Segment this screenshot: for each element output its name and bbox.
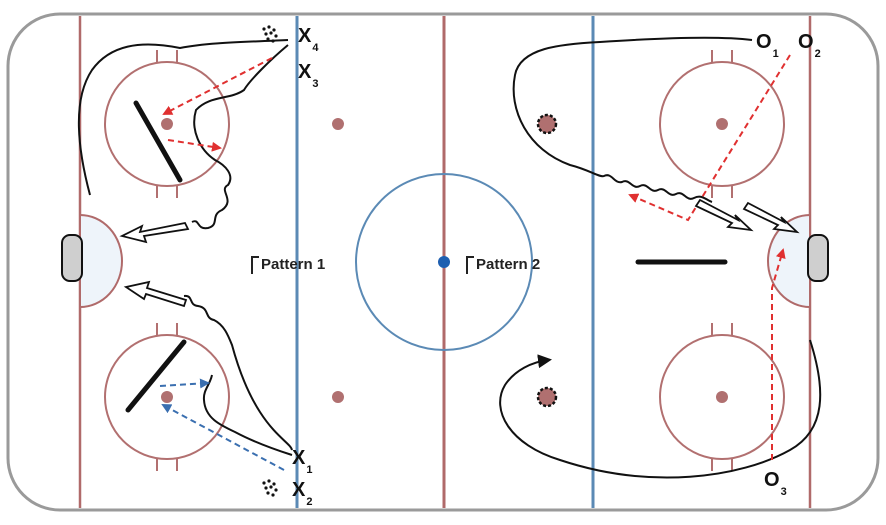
barrier-stick xyxy=(133,100,183,183)
goal-net-right xyxy=(807,234,829,282)
pass-red xyxy=(167,139,222,152)
player-x1: X1 xyxy=(292,448,312,476)
player-o3: O3 xyxy=(764,470,787,498)
barrier-stick xyxy=(125,339,187,413)
player-o2: O2 xyxy=(798,32,821,60)
pass-red xyxy=(162,57,273,115)
pass-blue xyxy=(159,378,210,389)
neutral-dot xyxy=(332,391,344,403)
player-number: 4 xyxy=(312,42,319,54)
pattern-2-text: Pattern 2 xyxy=(476,256,541,273)
player-mark: O xyxy=(798,31,814,53)
skate-path xyxy=(78,39,289,230)
player-mark: O xyxy=(756,31,772,53)
neutral-dot-marked xyxy=(536,386,558,408)
faceoff-circle-top-right xyxy=(659,50,785,198)
goal-net-left xyxy=(61,234,83,282)
skate-path xyxy=(499,339,822,479)
pattern-1-label: Pattern 1 xyxy=(251,256,326,275)
shot-arrow xyxy=(119,198,800,308)
skate-path xyxy=(512,36,753,203)
faceoff-circle-top-left xyxy=(104,50,230,198)
neutral-dot-marked xyxy=(536,113,558,135)
player-number: 2 xyxy=(814,48,821,60)
puck-pile xyxy=(262,25,278,43)
label-bracket xyxy=(466,256,474,275)
pass-red xyxy=(628,54,791,222)
player-mark: X xyxy=(292,479,306,501)
pass-red xyxy=(771,248,786,460)
puck-pile xyxy=(262,479,278,497)
center-faceoff-dot xyxy=(438,256,450,268)
center-circle xyxy=(355,173,533,351)
player-number: 1 xyxy=(772,48,779,60)
player-x2: X2 xyxy=(292,480,312,508)
label-bracket xyxy=(251,256,259,275)
player-mark: O xyxy=(764,469,780,491)
pass-blue xyxy=(161,404,285,471)
neutral-dot xyxy=(332,118,344,130)
faceoff-circle-bottom-left xyxy=(104,323,230,471)
player-mark: X xyxy=(298,25,312,47)
player-mark: X xyxy=(292,447,306,469)
goal-crease-right xyxy=(767,213,811,309)
pattern-2-label: Pattern 2 xyxy=(466,256,541,275)
faceoff-circle-bottom-right xyxy=(659,323,785,471)
player-mark: X xyxy=(298,61,312,83)
player-o1: O1 xyxy=(756,32,779,60)
player-number: 2 xyxy=(306,496,313,508)
player-x3: X3 xyxy=(298,62,318,90)
player-x4: X4 xyxy=(298,26,318,54)
player-number: 3 xyxy=(312,78,319,90)
pattern-1-text: Pattern 1 xyxy=(261,256,326,273)
player-number: 1 xyxy=(306,464,313,476)
player-number: 3 xyxy=(780,486,787,498)
goal-crease-left xyxy=(79,213,123,309)
